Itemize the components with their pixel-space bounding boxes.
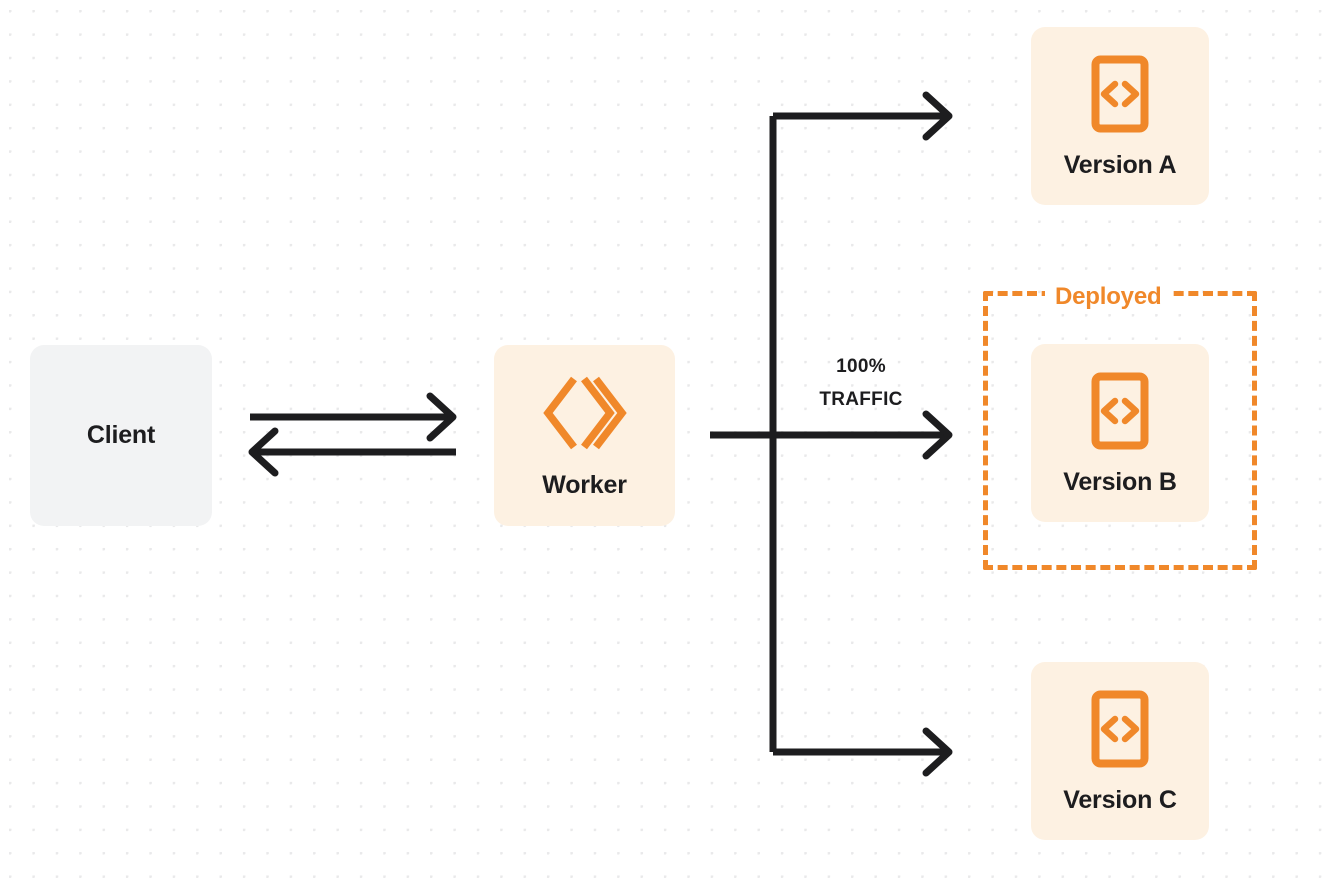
code-brackets-icon (1091, 55, 1149, 133)
node-client[interactable]: Client (30, 345, 212, 526)
node-version-a[interactable]: Version A (1031, 27, 1209, 205)
deployed-group-label: Deployed (1045, 284, 1172, 310)
node-version-b[interactable]: Version B (1031, 344, 1209, 522)
cloudflare-workers-logo-icon (542, 373, 627, 453)
node-client-label: Client (86, 421, 156, 449)
arrowhead-to-version-b (922, 410, 953, 460)
arrowhead-client-to-worker (426, 392, 457, 442)
traffic-percent-value: 100% (836, 356, 886, 377)
arrowhead-to-version-c (922, 727, 953, 777)
node-version-a-label: Version A (1063, 150, 1177, 179)
traffic-word: TRAFFIC (819, 389, 903, 410)
arrowhead-to-version-a (922, 91, 953, 141)
traffic-percentage-label: 100% TRAFFIC (786, 350, 936, 416)
node-version-c[interactable]: Version C (1031, 662, 1209, 840)
node-worker[interactable]: Worker (494, 345, 675, 526)
code-brackets-icon (1091, 372, 1149, 450)
arrowhead-worker-to-client (248, 427, 279, 477)
node-version-b-label: Version B (1063, 467, 1177, 496)
code-brackets-icon (1091, 690, 1149, 768)
node-version-c-label: Version C (1063, 785, 1177, 814)
node-worker-label: Worker (542, 471, 627, 499)
